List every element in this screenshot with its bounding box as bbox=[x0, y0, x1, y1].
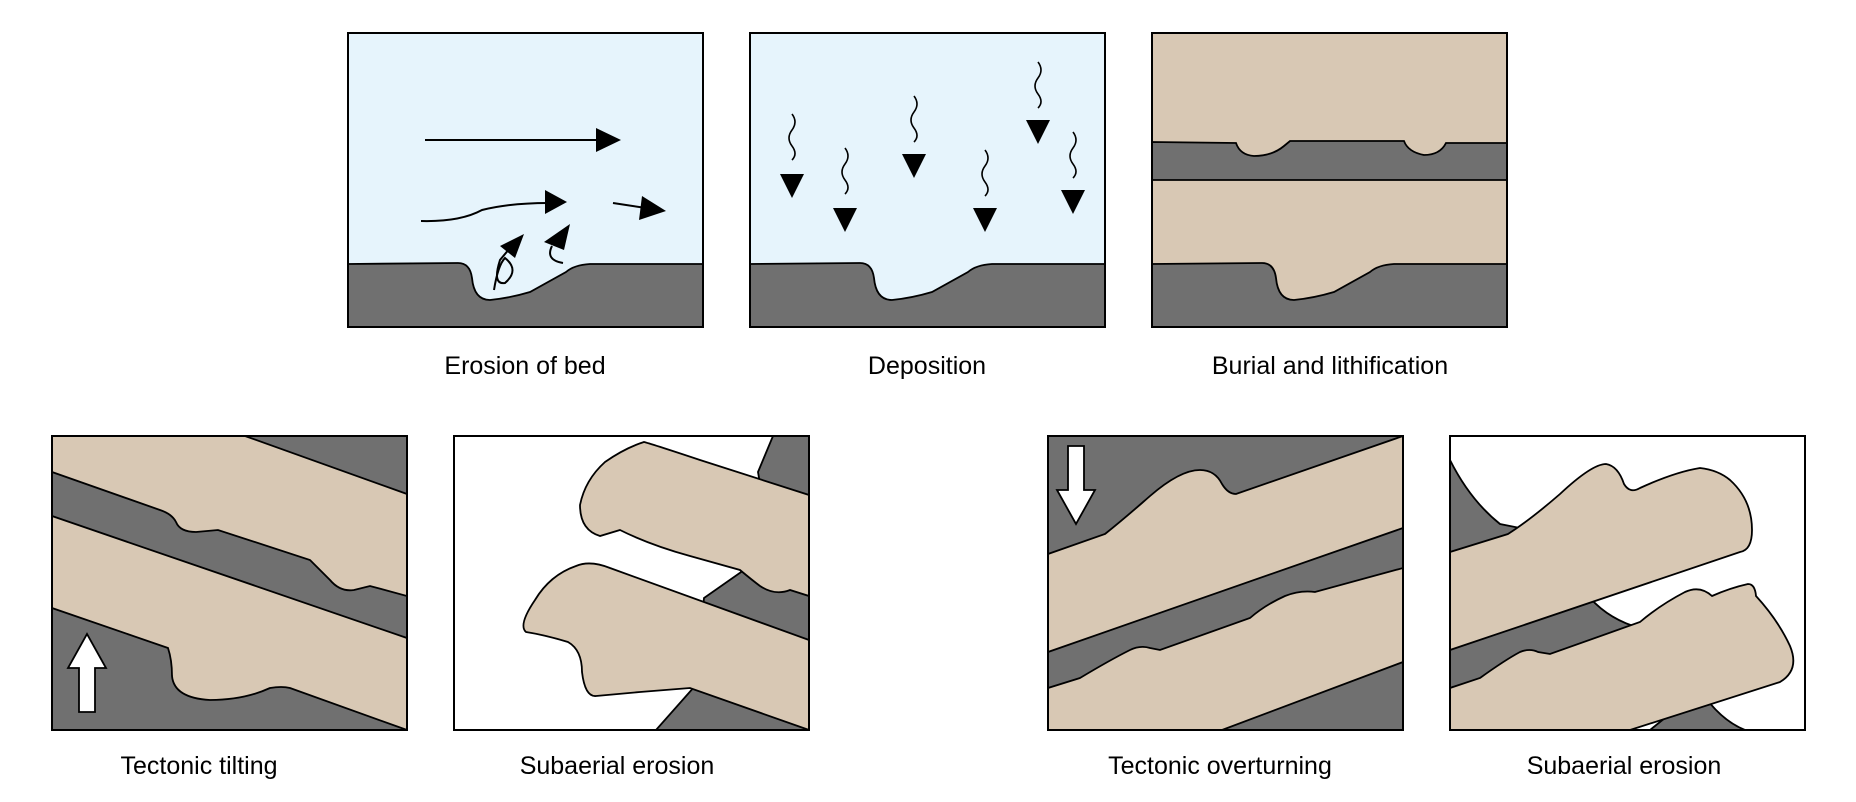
rock-band bbox=[1152, 140, 1507, 181]
bedrock bbox=[1152, 262, 1507, 327]
down-arrow bbox=[780, 174, 804, 198]
panel-deposition bbox=[749, 32, 1106, 328]
sediment-layer bbox=[522, 562, 809, 730]
panel-subaerial-erosion-2 bbox=[1449, 435, 1806, 731]
caption-burial-and-lithification: Burial and lithification bbox=[1211, 352, 1449, 380]
current-arrow bbox=[612, 196, 666, 220]
panel-burial-and-lithification bbox=[1151, 32, 1508, 328]
caption-tectonic-tilting: Tectonic tilting bbox=[120, 752, 278, 780]
down-arrow bbox=[833, 208, 857, 232]
panel-tectonic-tilting bbox=[51, 435, 408, 731]
bedrock bbox=[348, 262, 703, 327]
down-arrow bbox=[1026, 120, 1050, 144]
rock-remnant bbox=[1450, 459, 1531, 555]
caption-subaerial-erosion-1: Subaerial erosion bbox=[519, 752, 715, 780]
sediment-layer bbox=[1450, 463, 1753, 651]
caption-deposition: Deposition bbox=[867, 352, 987, 380]
rock-band bbox=[52, 471, 407, 639]
rock-corner bbox=[244, 436, 407, 495]
settling-arrows bbox=[780, 120, 1085, 232]
caption-erosion-of-bed: Erosion of bed bbox=[444, 352, 606, 380]
panel-subaerial-erosion-1 bbox=[453, 435, 810, 731]
sediment-layer bbox=[1450, 583, 1795, 730]
panel-tectonic-overturning bbox=[1047, 435, 1404, 731]
down-arrow bbox=[1061, 190, 1085, 214]
subsidence-arrow-icon bbox=[1055, 445, 1097, 526]
down-arrow bbox=[973, 208, 997, 232]
panel-erosion-of-bed bbox=[347, 32, 704, 328]
caption-tectonic-overturning: Tectonic overturning bbox=[1108, 752, 1332, 780]
current-arrow bbox=[425, 128, 621, 152]
bedrock bbox=[750, 262, 1105, 327]
caption-subaerial-erosion-2: Subaerial erosion bbox=[1526, 752, 1722, 780]
sediment-layer bbox=[1048, 567, 1403, 730]
down-arrow bbox=[902, 154, 926, 178]
settling-particles bbox=[788, 61, 1077, 197]
bedrock bbox=[52, 607, 407, 730]
sediment-layer bbox=[579, 441, 809, 597]
eddy-arrow bbox=[544, 224, 570, 264]
current-arrow bbox=[420, 190, 567, 223]
sediment-layer bbox=[1048, 436, 1403, 653]
eddy-arrow bbox=[493, 234, 524, 291]
uplift-arrow-icon bbox=[66, 632, 108, 713]
